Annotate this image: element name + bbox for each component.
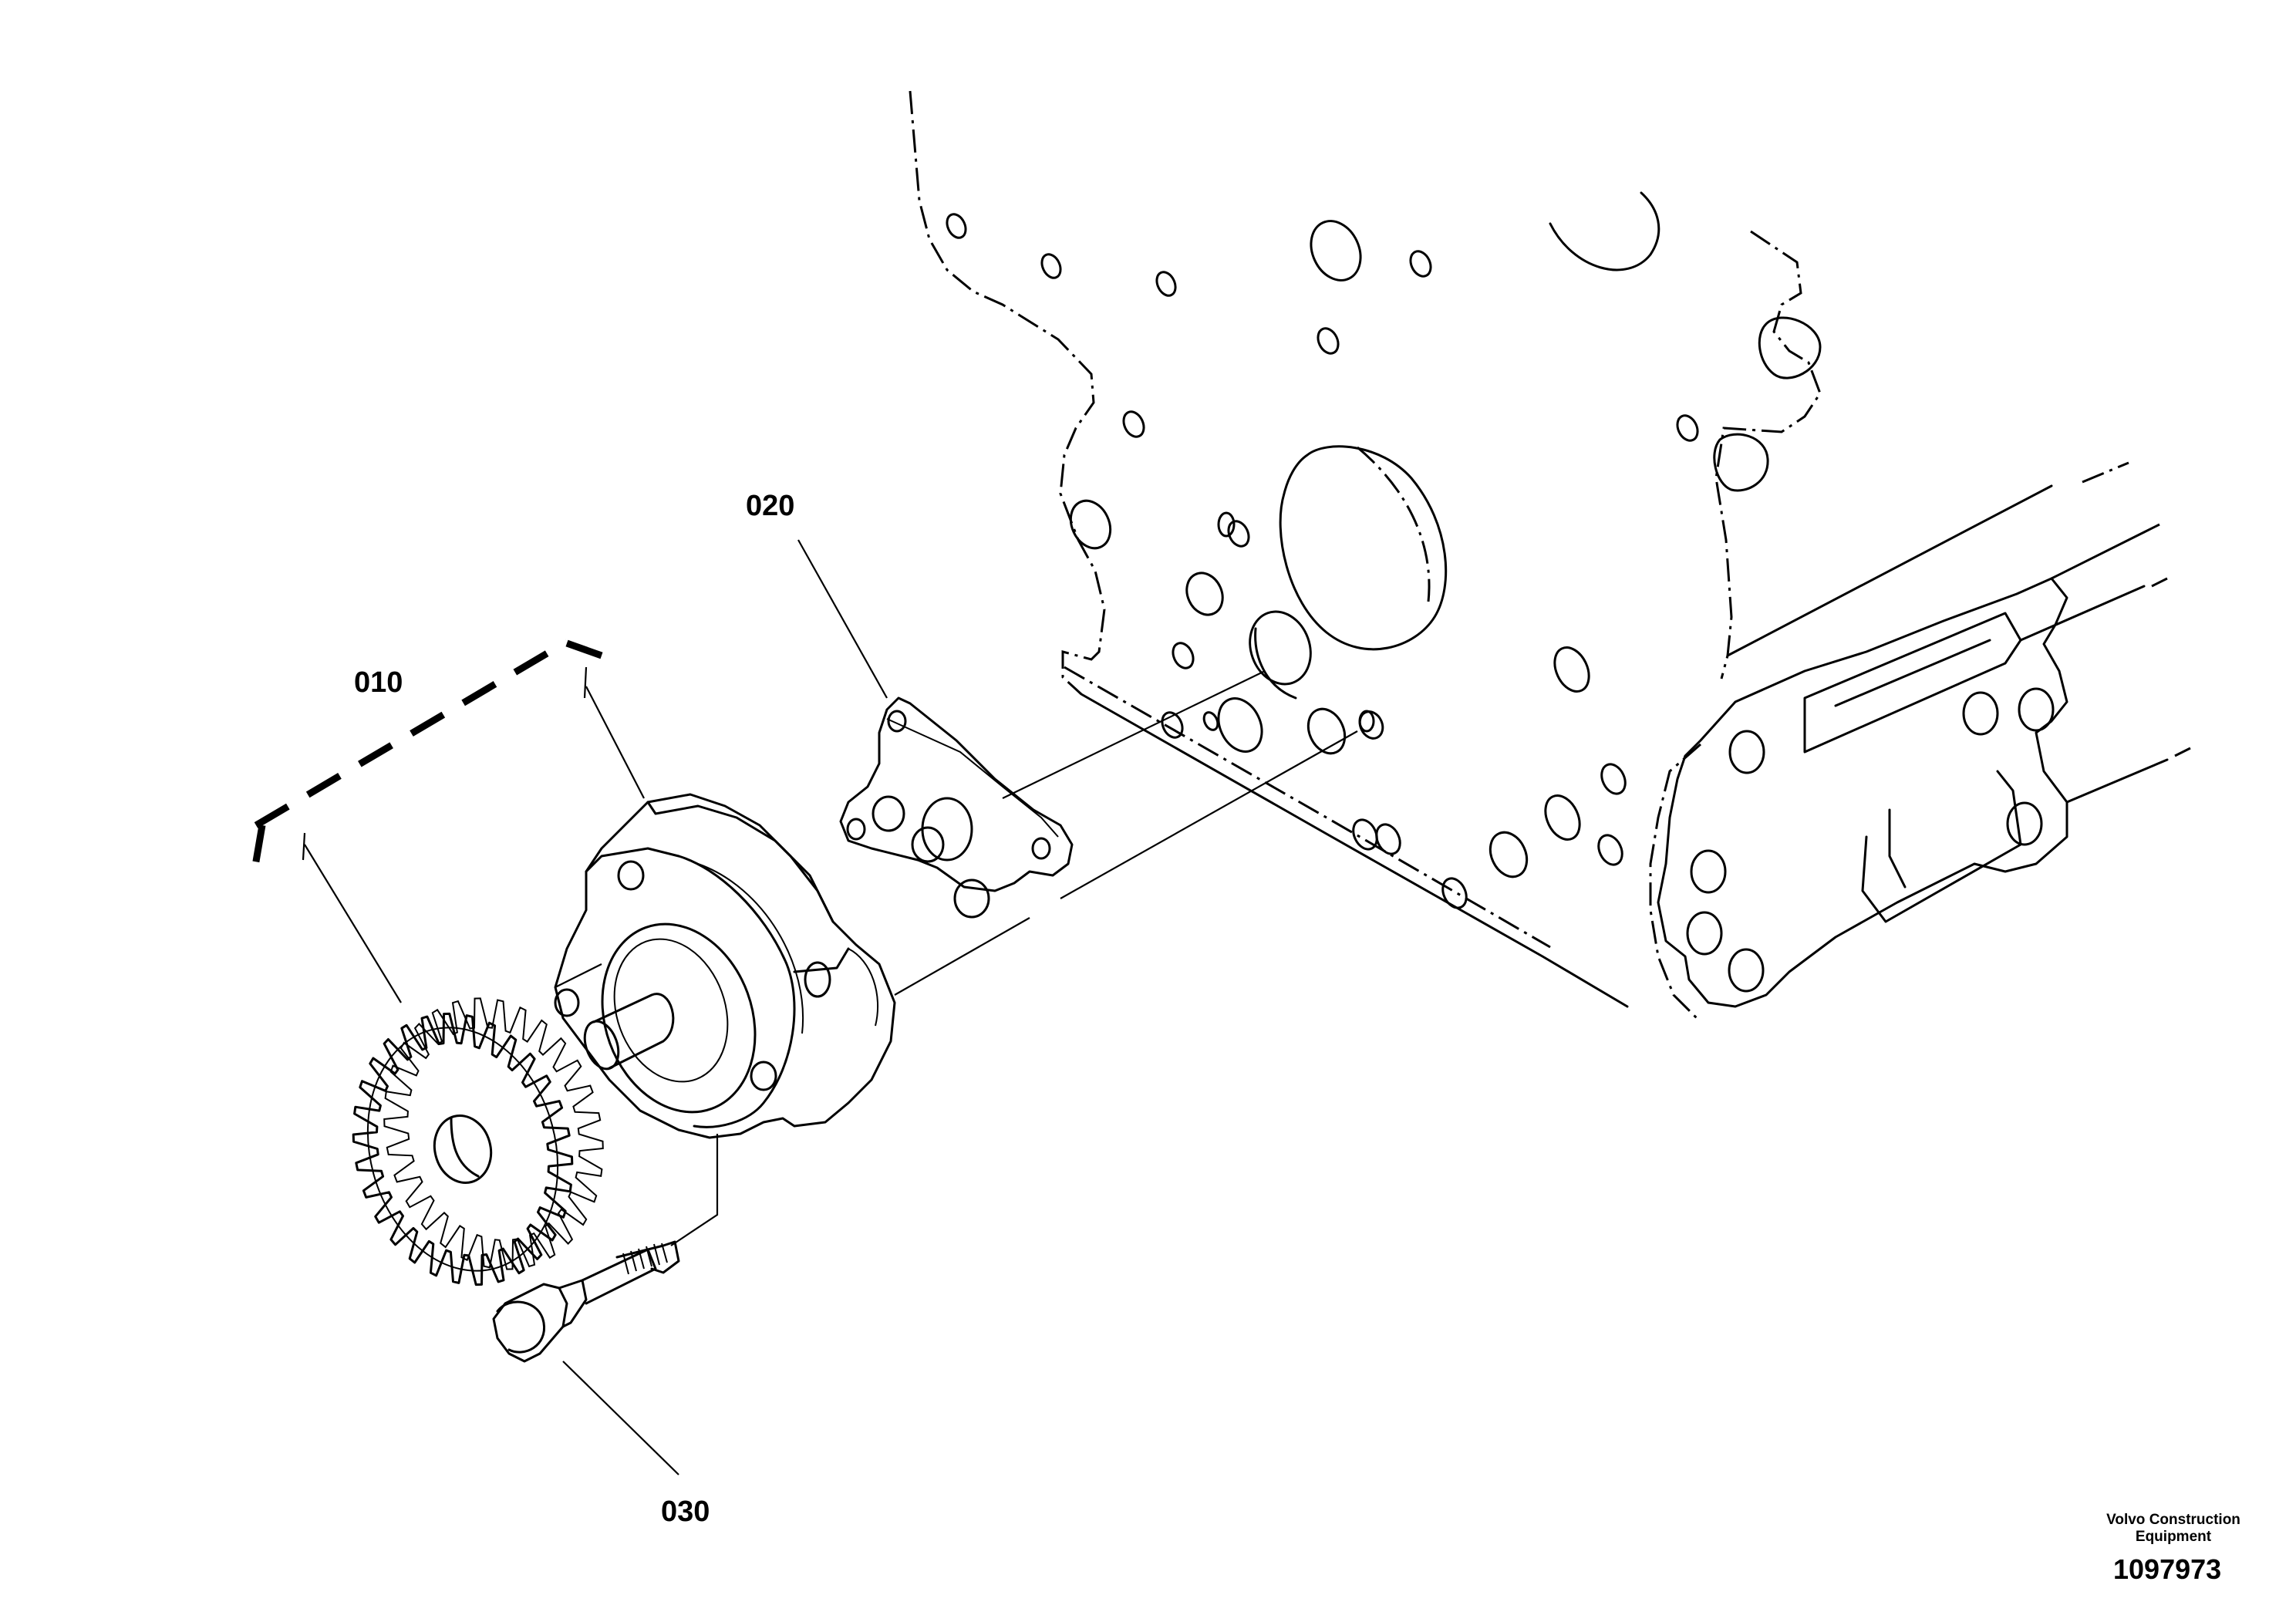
gear-teeth bbox=[352, 1012, 574, 1286]
oil-pump-body bbox=[554, 793, 896, 1139]
company-line-2: Equipment bbox=[2135, 1528, 2212, 1545]
company-name: Volvo Construction Equipment bbox=[2089, 1512, 2258, 1546]
gear-back-face bbox=[383, 997, 604, 1270]
alignment-lines bbox=[555, 670, 1358, 1246]
assembly-bracket bbox=[249, 639, 603, 880]
engine-block bbox=[909, 90, 2191, 1020]
part-label-020: 020 bbox=[746, 490, 795, 522]
bolt-030 bbox=[492, 1240, 680, 1363]
drawing-number: 1097973 bbox=[2113, 1553, 2222, 1585]
company-line-1: Volvo Construction bbox=[2106, 1512, 2240, 1528]
gasket-020 bbox=[839, 696, 1074, 919]
part-label-030: 030 bbox=[661, 1496, 710, 1528]
part-label-010: 010 bbox=[354, 666, 403, 699]
leader-lines bbox=[304, 539, 888, 1475]
drive-gear bbox=[352, 997, 604, 1286]
